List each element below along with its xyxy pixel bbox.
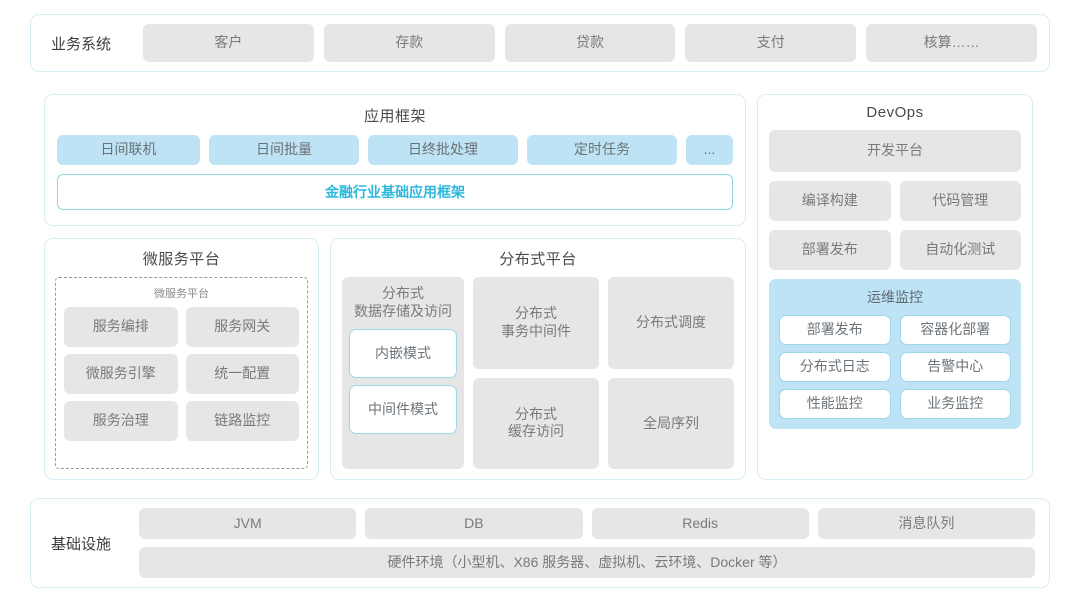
distributed-mode-middleware[interactable]: 中间件模式 bbox=[349, 385, 457, 434]
infrastructure-chip-row: JVM DB Redis 消息队列 bbox=[139, 508, 1035, 539]
hardware-environment-row: 硬件环境（小型机、X86 服务器、虚拟机、云环境、Docker 等） bbox=[139, 547, 1035, 578]
distributed-platform-body: 分布式 数据存储及访问 内嵌模式 中间件模式 分布式 事务中间件 分布式调度 分… bbox=[342, 277, 734, 469]
ops-monitoring-grid: 部署发布 容器化部署 分布式日志 告警中心 性能监控 业务监控 bbox=[779, 315, 1011, 419]
distributed-data-storage-title-line2: 数据存储及访问 bbox=[354, 302, 452, 319]
distributed-item-transaction-middleware[interactable]: 分布式 事务中间件 bbox=[473, 277, 599, 369]
devops-title: DevOps bbox=[866, 104, 924, 121]
app-framework-title: 应用框架 bbox=[363, 108, 426, 125]
distributed-data-storage-title: 分布式 数据存储及访问 bbox=[349, 285, 457, 320]
ops-item-alert-center[interactable]: 告警中心 bbox=[899, 352, 1011, 382]
ops-monitoring-title: 运维监控 bbox=[867, 289, 923, 305]
line2: 缓存访问 bbox=[508, 423, 564, 440]
infrastructure-bar: 基础设施 JVM DB Redis 消息队列 硬件环境（小型机、X86 服务器、… bbox=[30, 498, 1050, 588]
distributed-item-global-sequence[interactable]: 全局序列 bbox=[608, 377, 734, 469]
devops-panel: DevOps 开发平台 编译构建 代码管理 部署发布 自动化测试 运维监控 部署… bbox=[757, 94, 1033, 480]
infrastructure-content: JVM DB Redis 消息队列 硬件环境（小型机、X86 服务器、虚拟机、云… bbox=[139, 508, 1035, 578]
app-framework-item-scheduled-task[interactable]: 定时任务 bbox=[527, 135, 677, 165]
business-system-item-accounting[interactable]: 核算…… bbox=[866, 24, 1037, 62]
financial-base-framework-bar[interactable]: 金融行业基础应用框架 bbox=[57, 174, 733, 210]
hardware-environment-bar[interactable]: 硬件环境（小型机、X86 服务器、虚拟机、云环境、Docker 等） bbox=[139, 547, 1035, 578]
infrastructure-item-redis[interactable]: Redis bbox=[591, 508, 809, 539]
microservice-item-engine[interactable]: 微服务引擎 bbox=[64, 354, 178, 394]
devops-item-compile-build[interactable]: 编译构建 bbox=[769, 181, 891, 221]
app-framework-item-daytime-batch[interactable]: 日间批量 bbox=[209, 135, 359, 165]
ops-item-performance-monitoring[interactable]: 性能监控 bbox=[779, 389, 891, 419]
app-framework-item-daytime-online[interactable]: 日间联机 bbox=[57, 135, 200, 165]
business-system-item-customer[interactable]: 客户 bbox=[143, 24, 314, 62]
microservice-platform-inner-box: 微服务平台 服务编排 服务网关 微服务引擎 统一配置 服务治理 链路监控 bbox=[55, 277, 308, 469]
infrastructure-item-db[interactable]: DB bbox=[365, 508, 583, 539]
ops-item-deploy-release[interactable]: 部署发布 bbox=[779, 315, 891, 345]
distributed-platform-title: 分布式平台 bbox=[499, 251, 577, 268]
distributed-item-transaction-middleware-label: 分布式 事务中间件 bbox=[501, 305, 571, 340]
business-systems-label: 业务系统 bbox=[51, 35, 112, 53]
devops-item-deploy-release[interactable]: 部署发布 bbox=[769, 230, 891, 270]
distributed-item-cache-access[interactable]: 分布式 缓存访问 bbox=[473, 377, 599, 469]
ops-item-business-monitoring[interactable]: 业务监控 bbox=[899, 389, 1011, 419]
devops-item-code-management[interactable]: 代码管理 bbox=[899, 181, 1021, 221]
line1: 分布式 bbox=[515, 405, 557, 422]
microservice-platform-panel: 微服务平台 微服务平台 服务编排 服务网关 微服务引擎 统一配置 服务治理 链路… bbox=[44, 238, 319, 480]
microservice-item-trace-monitoring[interactable]: 链路监控 bbox=[185, 401, 299, 441]
infrastructure-item-jvm[interactable]: JVM bbox=[139, 508, 357, 539]
distributed-item-scheduling[interactable]: 分布式调度 bbox=[608, 277, 734, 369]
financial-base-framework-label: 金融行业基础应用框架 bbox=[325, 184, 465, 200]
microservice-platform-grid: 服务编排 服务网关 微服务引擎 统一配置 服务治理 链路监控 bbox=[64, 307, 299, 441]
infrastructure-label: 基础设施 bbox=[51, 535, 112, 553]
distributed-platform-panel: 分布式平台 分布式 数据存储及访问 内嵌模式 中间件模式 分布式 事务中间件 分… bbox=[330, 238, 746, 480]
microservice-platform-inner-title: 微服务平台 bbox=[154, 288, 209, 300]
infrastructure-item-message-queue[interactable]: 消息队列 bbox=[817, 508, 1035, 539]
devops-item-dev-platform[interactable]: 开发平台 bbox=[769, 130, 1021, 172]
line1: 分布式 bbox=[515, 305, 557, 322]
business-system-item-loan[interactable]: 贷款 bbox=[504, 24, 676, 62]
microservice-item-governance[interactable]: 服务治理 bbox=[64, 401, 178, 441]
business-system-item-deposit[interactable]: 存款 bbox=[323, 24, 495, 62]
distributed-item-cache-access-label: 分布式 缓存访问 bbox=[508, 406, 564, 441]
microservice-platform-title: 微服务平台 bbox=[142, 251, 221, 268]
distributed-data-storage-group: 分布式 数据存储及访问 内嵌模式 中间件模式 bbox=[342, 277, 464, 469]
app-framework-item-more[interactable]: ... bbox=[686, 135, 733, 165]
distributed-data-storage-title-line1: 分布式 bbox=[382, 285, 424, 301]
distributed-platform-grid: 分布式 事务中间件 分布式调度 分布式 缓存访问 全局序列 bbox=[473, 277, 734, 469]
microservice-item-gateway[interactable]: 服务网关 bbox=[185, 307, 299, 347]
devops-grid: 编译构建 代码管理 部署发布 自动化测试 bbox=[769, 181, 1021, 270]
app-framework-item-eod-batch[interactable]: 日终批处理 bbox=[368, 135, 518, 165]
business-system-item-payment[interactable]: 支付 bbox=[685, 24, 857, 62]
line2: 事务中间件 bbox=[501, 322, 571, 339]
distributed-mode-embedded[interactable]: 内嵌模式 bbox=[349, 329, 457, 378]
app-framework-panel: 应用框架 日间联机 日间批量 日终批处理 定时任务 ... 金融行业基础应用框架 bbox=[44, 94, 746, 226]
business-systems-bar: 业务系统 客户 存款 贷款 支付 核算…… bbox=[30, 14, 1050, 72]
ops-monitoring-box: 运维监控 部署发布 容器化部署 分布式日志 告警中心 性能监控 业务监控 bbox=[769, 279, 1021, 429]
microservice-item-orchestration[interactable]: 服务编排 bbox=[64, 307, 178, 347]
devops-item-automated-testing[interactable]: 自动化测试 bbox=[899, 230, 1021, 270]
ops-item-containerized-deploy[interactable]: 容器化部署 bbox=[899, 315, 1011, 345]
ops-item-distributed-logging[interactable]: 分布式日志 bbox=[779, 352, 891, 382]
app-framework-chip-row: 日间联机 日间批量 日终批处理 定时任务 ... bbox=[57, 135, 733, 165]
microservice-item-unified-config[interactable]: 统一配置 bbox=[185, 354, 299, 394]
